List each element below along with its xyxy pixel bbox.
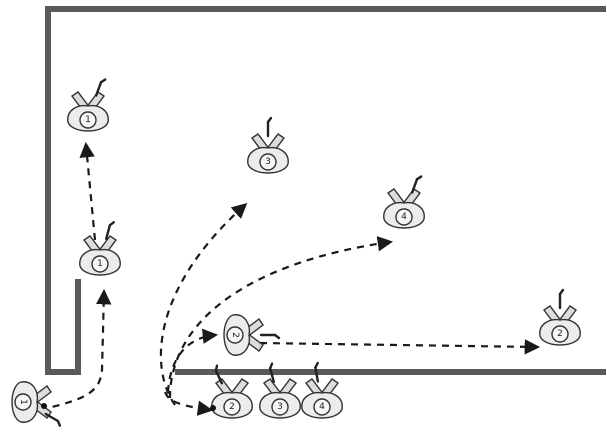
hockey-stick xyxy=(558,288,565,310)
hockey-stick xyxy=(214,364,224,385)
boards-gate xyxy=(45,279,81,375)
player-number: 2 xyxy=(229,402,235,412)
player-number: 1 xyxy=(18,399,28,405)
hockey-stick xyxy=(411,175,423,194)
hockey-stick xyxy=(268,362,275,384)
player-queue-3: 3 xyxy=(259,362,301,419)
player-number: 3 xyxy=(265,157,271,167)
player-number: 1 xyxy=(85,115,91,125)
path-to-center-2 xyxy=(166,328,219,393)
helmet xyxy=(79,111,97,129)
player-number: 1 xyxy=(97,259,103,269)
boards-top-left xyxy=(45,6,606,375)
helmet xyxy=(551,325,569,343)
helmet xyxy=(395,208,413,226)
player-queue-2: 2 xyxy=(211,364,253,419)
helmet xyxy=(313,398,331,416)
player-start: 1 xyxy=(11,381,62,427)
player-number: 4 xyxy=(319,402,325,412)
hockey-stick xyxy=(259,333,281,340)
hockey-stick xyxy=(95,78,107,97)
hockey-stick xyxy=(266,116,273,138)
players: 1 1 1 3 4 2 2 2 3 4 xyxy=(11,78,581,427)
player-right-4: 4 xyxy=(383,175,425,229)
hockey-stick xyxy=(44,412,62,427)
hockey-stick xyxy=(105,221,115,241)
hockey-stick xyxy=(314,361,320,383)
path-left-mid-to-top xyxy=(79,141,97,241)
player-center-3: 3 xyxy=(247,116,289,174)
player-number: 4 xyxy=(401,212,407,222)
helmet xyxy=(223,398,241,416)
rink-boards xyxy=(45,6,606,375)
puck xyxy=(210,405,216,411)
path-start-to-left-mid xyxy=(39,288,112,412)
helmet xyxy=(91,255,109,273)
path-to-center-3 xyxy=(159,202,248,406)
helmet xyxy=(271,398,289,416)
player-queue-4: 4 xyxy=(301,361,343,419)
player-left-mid: 1 xyxy=(79,221,121,276)
player-number: 2 xyxy=(557,329,563,339)
player-center-2: 2 xyxy=(223,314,281,356)
helmet xyxy=(226,326,244,344)
path-queue-return xyxy=(163,391,214,416)
player-number: 2 xyxy=(230,332,240,338)
helmet xyxy=(259,153,277,171)
helmet xyxy=(14,393,32,411)
player-number: 3 xyxy=(277,402,283,412)
path-pass-to-far-right-2 xyxy=(259,339,541,355)
player-left-top: 1 xyxy=(67,78,109,132)
puck xyxy=(41,403,47,409)
player-far-right-2: 2 xyxy=(539,288,581,346)
skating-paths xyxy=(39,141,541,416)
path-to-right-4 xyxy=(168,236,394,399)
